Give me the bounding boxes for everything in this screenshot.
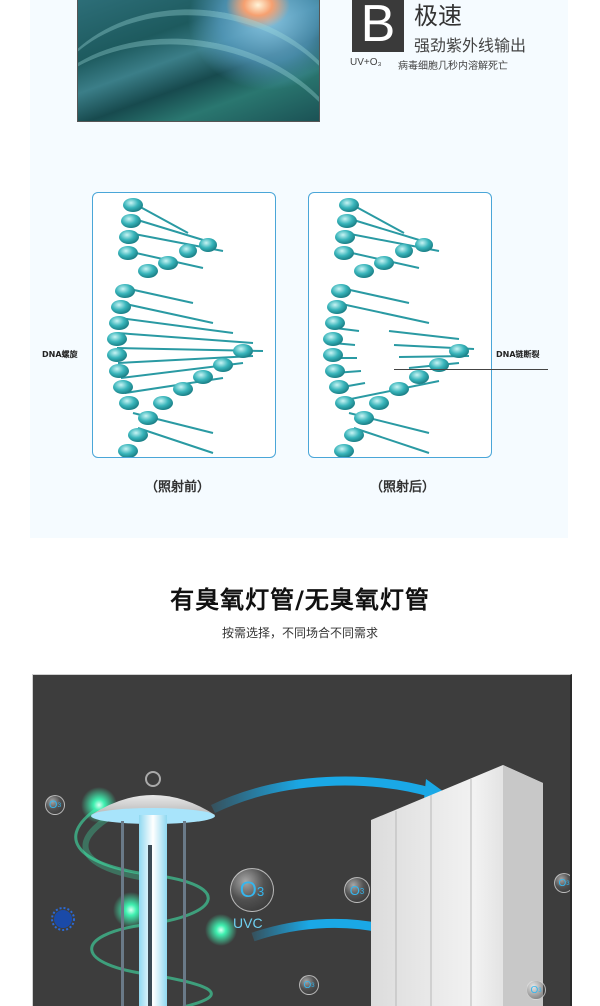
o3-text: O (239, 877, 257, 902)
o3-subscript: 3 (311, 982, 315, 989)
o3-subscript: 3 (57, 802, 62, 810)
dna-broken-helix-icon (323, 198, 475, 457)
after-caption: （照射后） (370, 480, 436, 495)
o3-subscript: 3 (256, 884, 265, 900)
section-title: 有臭氧灯管/无臭氧灯管 (170, 586, 430, 614)
o3-text: O (558, 877, 567, 889)
uv-o3-label: UV+O₃ (350, 57, 382, 68)
virus-cell-image (77, 0, 320, 122)
o3-subscript: 3 (566, 880, 570, 887)
feature-description: 病毒细胞几秒内溶解死亡 (398, 61, 508, 72)
dna-break-label: DNA链断裂 (496, 350, 540, 359)
feature-subtitle: 强劲紫外线输出 (414, 36, 527, 55)
uvc-label: UVC (233, 915, 263, 931)
dna-before-card (92, 192, 276, 458)
section-subtitle: 按需选择，不同场合不同需求 (221, 626, 378, 640)
before-caption: （照射前） (145, 480, 211, 495)
dna-helix-label: DNA螺旋 (42, 350, 78, 359)
o3-text: O (48, 799, 58, 811)
o3-text: O (349, 882, 360, 898)
o3-text: O (303, 979, 312, 991)
wardrobe-cabinet (371, 765, 543, 1006)
feature-title: 极速 (414, 2, 462, 30)
o3-subscript: 3 (538, 987, 542, 994)
uv-lamp (91, 771, 215, 1006)
virus-icon (51, 907, 75, 931)
o3-text: O (530, 984, 539, 996)
o3-subscript: 3 (359, 886, 365, 896)
callout-line (394, 369, 548, 370)
dna-after-card (308, 192, 492, 458)
lamp-scene-icon (51, 765, 543, 1006)
feature-letter-badge: B (352, 0, 404, 52)
dna-helix-icon (107, 198, 264, 457)
